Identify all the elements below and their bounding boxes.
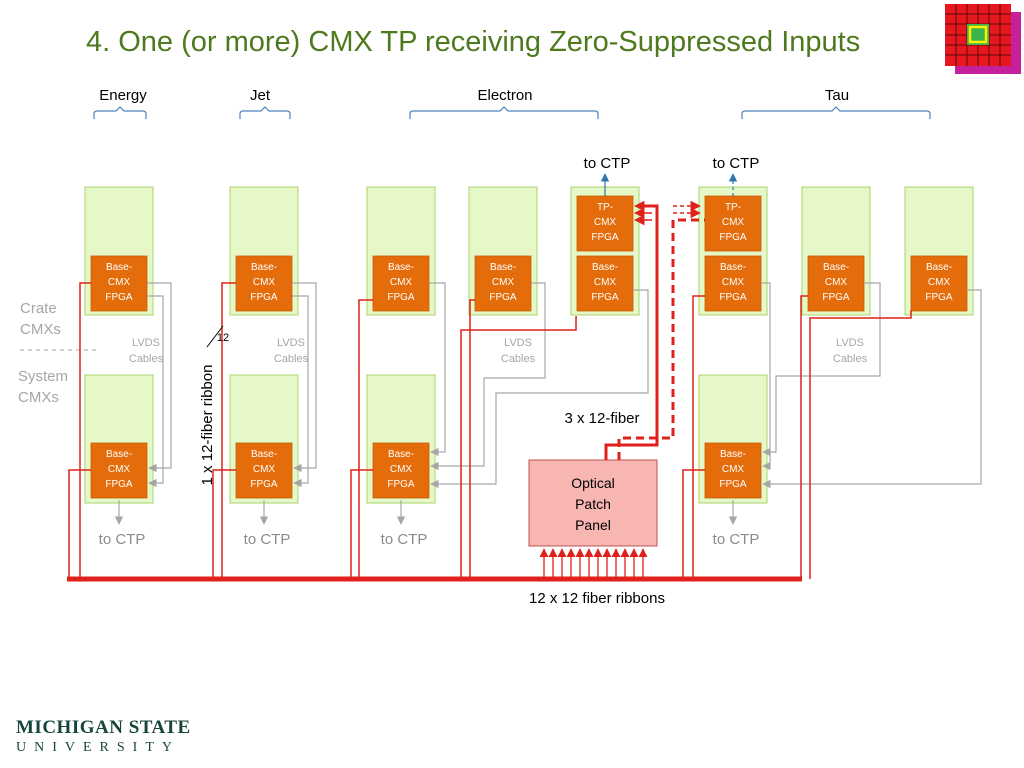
optical-patch-panel [528,459,658,547]
ribbon-slash [206,325,224,348]
fiber-drop [809,310,912,579]
group-label-energy: Energy [99,87,147,104]
lvds-cable [147,295,164,488]
brace-electron [409,106,599,119]
slide-title: 4. One (or more) CMX TP receiving Zero-S… [86,26,861,58]
fiber-drop [79,282,91,579]
fiber-drop [460,316,577,579]
lvds-cable [429,282,446,457]
base-cmx-fpga [576,255,634,312]
fiber-drop [469,299,475,579]
base-cmx-fpga [90,442,148,499]
msu-logo-line2: UNIVERSITY [16,740,180,755]
base-cmx-fpga [90,255,148,312]
brace-jet [239,106,291,119]
msu-logo: MICHIGAN STATE UNIVERSITY [16,718,191,758]
to-ctp-label: to CTP [381,531,428,548]
tp-cmx-fpga [704,195,762,252]
group-label-jet: Jet [250,87,271,104]
to-ctp-top-label: to CTP [713,155,760,172]
to-ctp-label: to CTP [99,531,146,548]
lvds-cable [762,282,881,457]
group-label-tau: Tau [825,87,849,104]
base-cmx-fpga [704,442,762,499]
fiber-drop [358,299,373,579]
lvds-cable [292,295,309,488]
fiber-drop [800,295,808,579]
lvds-cable [292,282,317,473]
lvds-cable [430,289,649,489]
twelve-ribbons-label: 12 x 12 fiber ribbons [529,590,665,607]
brace-tau [741,106,931,119]
to-ctp-top-label: to CTP [584,155,631,172]
base-cmx-fpga [807,255,865,312]
fiber-drop [68,469,91,579]
base-cmx-fpga [235,255,293,312]
fiber-drop [682,469,705,579]
ribbon-label: 1 x 12-fiber ribbon [199,365,216,486]
brace-energy [93,106,147,119]
ribbon-count-label: 12 [217,332,229,344]
lvds-cable [762,289,982,489]
three-fiber-dashed [617,218,705,460]
lvds-cable [761,282,771,471]
corner-grid-logo [945,4,1021,74]
fiber-drop [692,295,705,579]
lvds-cable [147,282,172,473]
group-label-electron: Electron [477,87,532,104]
tp-cmx-fpga [576,195,634,252]
msu-logo-line1: MICHIGAN STATE [16,717,191,738]
lvds-cable [430,282,546,471]
fiber-drop [350,469,373,579]
base-cmx-fpga [910,255,968,312]
base-cmx-fpga [235,442,293,499]
fiber-drop [221,282,236,579]
base-cmx-fpga [372,442,430,499]
fiber-drop [212,469,236,579]
three-fiber-label: 3 x 12-fiber [564,410,639,427]
to-ctp-label: to CTP [244,531,291,548]
to-ctp-label: to CTP [713,531,760,548]
